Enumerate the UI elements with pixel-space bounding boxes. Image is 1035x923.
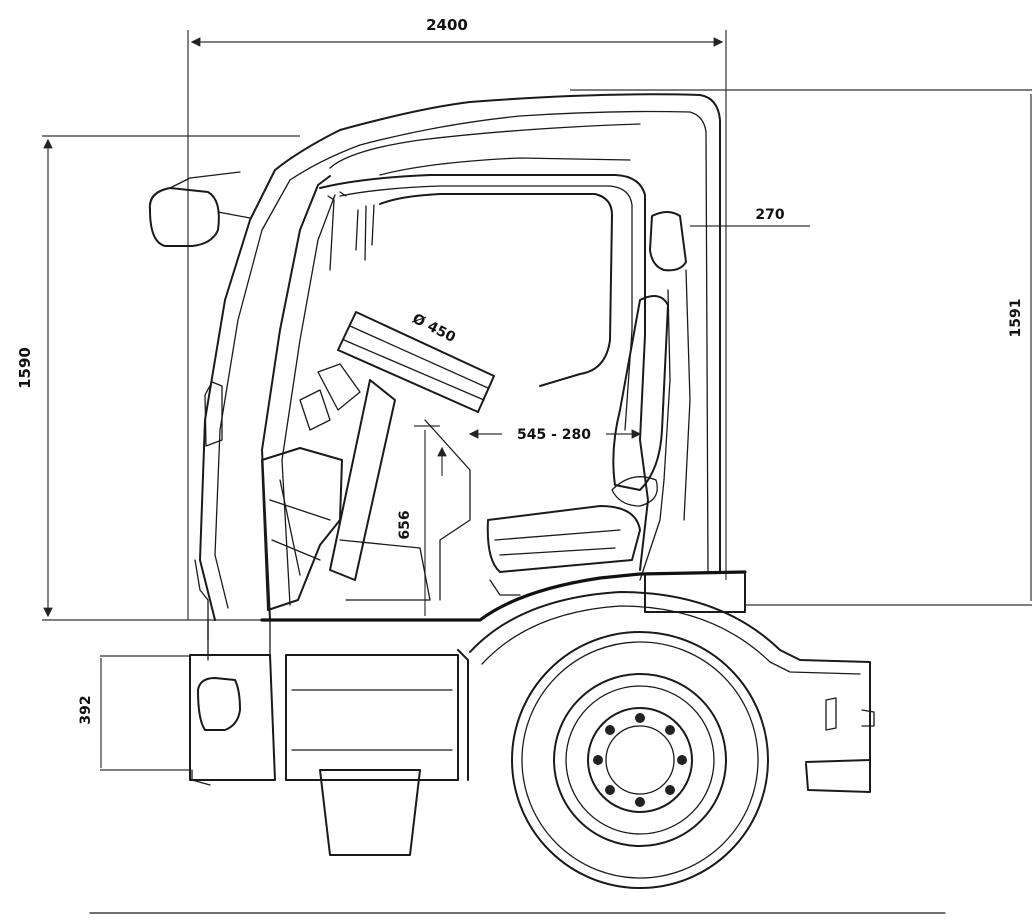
chassis bbox=[189, 619, 459, 856]
dashboard bbox=[261, 419, 471, 611]
dimension-mirror: 270 bbox=[690, 207, 810, 227]
dimension-label-step-height: 392 bbox=[78, 695, 94, 724]
dimension-step-height: 392 bbox=[78, 655, 190, 771]
wheel bbox=[511, 631, 769, 889]
cab-body bbox=[148, 93, 747, 641]
seat bbox=[486, 295, 669, 596]
dimension-seat-travel: 545 - 280 bbox=[468, 427, 642, 443]
wheel-lug-nuts bbox=[593, 713, 687, 807]
wheel-arch bbox=[457, 591, 875, 793]
dimension-seat-height: 656 bbox=[397, 425, 447, 616]
dimension-label-seat-height: 656 bbox=[397, 510, 413, 539]
dimension-label-cab-height: 1590 bbox=[16, 347, 34, 389]
dimension-label-mirror: 270 bbox=[755, 207, 784, 223]
dimension-label-interior-height: 1591 bbox=[1008, 299, 1024, 338]
dimension-top-width: 2400 bbox=[187, 16, 727, 620]
dimension-label-seat-travel: 545 - 280 bbox=[517, 427, 591, 443]
dimension-interior-height: 1591 bbox=[570, 89, 1032, 606]
dimension-label-width: 2400 bbox=[426, 16, 468, 34]
